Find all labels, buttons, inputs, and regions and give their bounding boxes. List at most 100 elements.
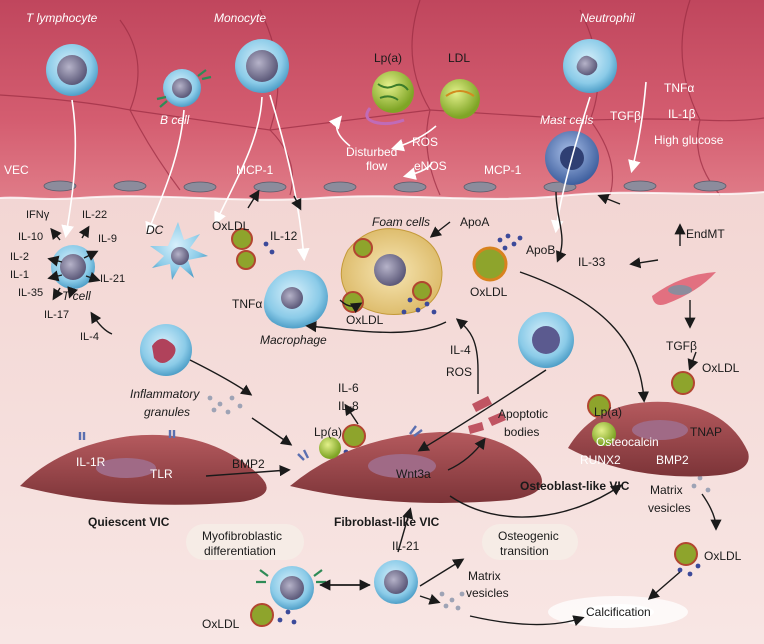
label-il1: IL-1: [10, 269, 29, 281]
label-matrix-bottom-2: vesicles: [466, 586, 509, 600]
label-il1r: IL-1R: [76, 455, 106, 469]
label-apoa: ApoA: [460, 215, 489, 229]
apoptotic-bodies: [468, 396, 506, 434]
label-vec: VEC: [4, 163, 29, 177]
basement-membrane: [0, 191, 764, 201]
monocyte-cell: [235, 39, 289, 93]
label-quiescent-vic: Quiescent VIC: [88, 515, 170, 529]
granule-dots: [263, 233, 701, 625]
label-il10: IL-10: [18, 231, 43, 243]
label-il8: IL-8: [338, 399, 359, 413]
label-mcp1-left: MCP-1: [236, 163, 274, 177]
label-tnfa-top: TNFα: [664, 81, 694, 95]
label-enos: eNOS: [414, 159, 447, 173]
lpa-particle: [365, 71, 414, 126]
label-bmp2-arrow: BMP2: [232, 457, 265, 471]
endothelial-cell-borders: [0, 0, 764, 196]
label-inflammatory-2: granules: [144, 405, 190, 419]
label-macrophage: Macrophage: [260, 333, 327, 347]
label-il12: IL-12: [270, 229, 298, 243]
label-oxldl-right: OxLDL: [702, 361, 740, 375]
endmt-cell: [652, 272, 716, 305]
label-matrix-bottom-1: Matrix: [468, 569, 501, 583]
label-oxldl-foam: OxLDL: [346, 313, 384, 327]
lpa-on-fibroblast: [319, 437, 341, 459]
t-lymphocyte-cell: [46, 44, 98, 96]
label-ros-top: ROS: [412, 135, 438, 149]
label-tnfa-mac: TNFα: [232, 297, 262, 311]
label-osteo-1: Osteogenic: [498, 529, 559, 543]
mast-cell-middle: [518, 312, 574, 368]
label-monocyte: Monocyte: [214, 11, 266, 25]
label-tnap: TNAP: [690, 425, 722, 439]
ldl-particle: [440, 79, 480, 119]
label-il1b: IL-1β: [668, 107, 696, 121]
label-mcp1-right: MCP-1: [484, 163, 522, 177]
white-arrows: [61, 81, 647, 262]
label-il9: IL-9: [98, 233, 117, 245]
label-lpa-ost: Lp(a): [594, 405, 622, 419]
label-foam-cells: Foam cells: [372, 215, 430, 229]
label-lpa-top: Lp(a): [374, 51, 402, 65]
label-apob: ApoB: [526, 243, 555, 257]
label-endmt: EndMT: [686, 227, 725, 241]
label-il4-mid: IL-4: [450, 343, 471, 357]
label-disturbed-2: flow: [366, 159, 388, 173]
label-ldl: LDL: [448, 51, 470, 65]
label-tlr: TLR: [150, 467, 173, 481]
osteogenic-pill: [482, 524, 578, 560]
label-il6: IL-6: [338, 381, 359, 395]
label-calcification: Calcification: [586, 605, 651, 619]
label-lpa-fib: Lp(a): [314, 425, 342, 439]
label-il22: IL-22: [82, 209, 107, 221]
label-t-cell: T cell: [62, 289, 91, 303]
label-ifng: IFNγ: [26, 209, 50, 221]
vec-nuclei: [43, 180, 727, 193]
label-il4-left: IL-4: [80, 331, 99, 343]
label-fibroblast-vic: Fibroblast-like VIC: [334, 515, 440, 529]
label-tgfb-top: TGFβ: [610, 109, 641, 123]
lpa-on-osteoblast: [592, 422, 616, 446]
bottom-t-cell: [374, 560, 418, 604]
label-high-glucose: High glucose: [654, 133, 724, 147]
label-myofib-2: differentiation: [204, 544, 276, 558]
label-osteo-2: transition: [500, 544, 549, 558]
label-apoptotic-2: bodies: [504, 425, 539, 439]
osteoblast-like-vic: [568, 401, 749, 477]
label-osteocalcin: Osteocalcin: [596, 435, 659, 449]
label-myofib-1: Myofibroblastic: [202, 529, 282, 543]
label-apoptotic-1: Apoptotic: [498, 407, 548, 421]
b-cell: [156, 69, 212, 108]
label-runx2: RUNX2: [580, 453, 621, 467]
label-il33: IL-33: [578, 255, 606, 269]
label-bmp2-ost: BMP2: [656, 453, 689, 467]
label-matrix-right-1: Matrix: [650, 483, 683, 497]
label-disturbed-1: Disturbed: [346, 145, 397, 159]
receptors: [78, 425, 423, 461]
label-mast-cells: Mast cells: [540, 113, 593, 127]
quiescent-vic: [20, 434, 267, 505]
label-ros-mid: ROS: [446, 365, 472, 379]
label-inflammatory-1: Inflammatory: [130, 387, 200, 401]
label-matrix-right-2: vesicles: [648, 501, 691, 515]
label-t-lymphocyte: T lymphocyte: [26, 11, 98, 25]
label-oxldl-bottom-right: OxLDL: [704, 549, 742, 563]
neutrophil-cell: [563, 39, 617, 93]
label-oxldl-center: OxLDL: [470, 285, 508, 299]
macrophage-cell: [263, 269, 328, 329]
label-il35: IL-35: [18, 287, 43, 299]
label-il21-bottom: IL-21: [392, 539, 420, 553]
label-il17: IL-17: [44, 309, 69, 321]
label-oxldl-bottom-left: OxLDL: [202, 617, 240, 631]
label-b-cell: B cell: [160, 113, 190, 127]
label-il21: IL-21: [100, 273, 125, 285]
t-cell: [51, 245, 95, 289]
myofib-pill: [186, 524, 304, 560]
dendritic-cell: [150, 222, 208, 280]
label-oxldl-dc: OxLDL: [212, 219, 250, 233]
black-arrows: [47, 189, 722, 626]
label-dc: DC: [146, 223, 164, 237]
label-wnt3a: Wnt3a: [396, 467, 431, 481]
